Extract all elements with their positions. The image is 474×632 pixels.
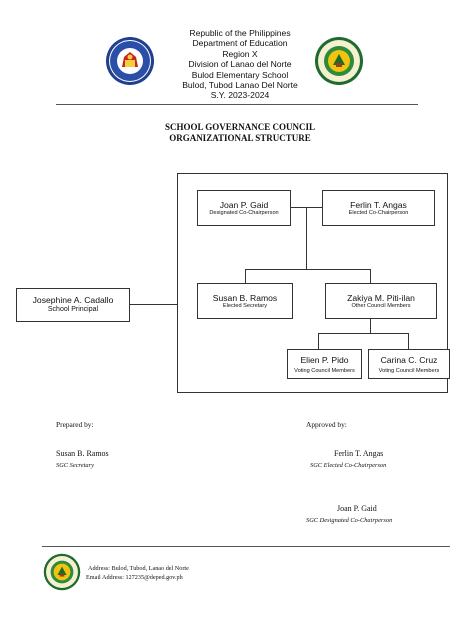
org-box-elected-co-chair: Ferlin T. Angas Elected Co-Chairperson: [322, 190, 435, 226]
voting1-role: Voting Council Members: [294, 368, 355, 374]
title-line-1: SCHOOL GOVERNANCE COUNCIL: [164, 122, 316, 132]
title-line-2: ORGANIZATIONAL STRUCTURE: [169, 133, 311, 143]
header-line: S.Y. 2023-2024: [210, 90, 270, 101]
header-line: Bulod, Tubod Lanao Del Norte: [182, 80, 298, 91]
connector-line: [245, 269, 370, 270]
voting2-name: Carina C. Cruz: [380, 355, 438, 365]
designated-name: Joan P. Gaid: [219, 200, 269, 210]
header-line: Region X: [222, 48, 258, 59]
other-name: Zakiya M. Piti-ilan: [347, 293, 415, 303]
header-address-block: Republic of the Philippines Department o…: [150, 28, 330, 101]
page-title: SCHOOL GOVERNANCE COUNCIL ORGANIZATIONAL…: [100, 122, 380, 144]
connector-line: [370, 319, 371, 333]
approver2-role: SGC Designated Co-Chairperson: [306, 517, 393, 524]
connector-line: [318, 333, 408, 334]
org-box-other-members: Zakiya M. Piti-ilan Other Council Member…: [325, 283, 437, 319]
footer-email: Email Address: 127235@deped.gov.ph: [86, 574, 183, 581]
principal-role: School Principal: [47, 306, 99, 313]
voting2-role: Voting Council Members: [378, 368, 440, 374]
connector-line: [306, 207, 307, 269]
org-chart-frame: [177, 173, 448, 393]
org-box-designated-co-chair: Joan P. Gaid Designated Co-Chairperson: [197, 190, 291, 226]
connector-line: [370, 269, 371, 283]
secretary-role: Elected Secretary: [222, 303, 268, 309]
elected-name: Ferlin T. Angas: [350, 200, 407, 210]
preparer-role: SGC Secretary: [56, 462, 94, 469]
org-box-secretary: Susan B. Ramos Elected Secretary: [197, 283, 293, 319]
header-divider: [56, 104, 418, 105]
connector-line: [408, 333, 409, 349]
approver1-role: SGC Elected Co-Chairperson: [310, 462, 387, 469]
header-line: Division of Lanao del Norte: [188, 59, 292, 70]
elected-role: Elected Co-Chairperson: [348, 210, 409, 216]
header-line: Republic of the Philippines: [189, 28, 291, 38]
principal-name: Josephine A. Cadallo: [32, 295, 114, 305]
header-line: Department of Education: [192, 38, 288, 49]
voting1-name: Elien P. Pido: [300, 355, 349, 365]
connector-line: [129, 304, 178, 305]
org-box-principal: Josephine A. Cadallo School Principal: [16, 288, 130, 322]
header-line: Bulod Elementary School: [191, 69, 289, 80]
footer-divider: [42, 546, 450, 547]
connector-line: [318, 333, 319, 349]
deped-seal-logo: [105, 36, 155, 86]
approved-by-label: Approved by:: [306, 420, 347, 429]
other-role: Other Council Members: [351, 303, 411, 309]
org-box-voting-member: Carina C. Cruz Voting Council Members: [368, 349, 450, 379]
school-seal-logo: [43, 553, 81, 591]
secretary-name: Susan B. Ramos: [212, 293, 278, 303]
preparer-name: Susan B. Ramos: [56, 449, 109, 458]
approver2-name: Joan P. Gaid: [337, 504, 377, 513]
designated-role: Designated Co-Chairperson: [209, 210, 279, 216]
prepared-by-label: Prepared by:: [56, 420, 94, 429]
approver1-name: Ferlin T. Angas: [334, 449, 384, 458]
connector-line: [245, 269, 246, 283]
org-box-voting-member: Elien P. Pido Voting Council Members: [287, 349, 362, 379]
footer-address: Address: Bulod, Tubod, Lanao del Norte: [88, 565, 189, 572]
school-seal-logo: [314, 36, 364, 86]
